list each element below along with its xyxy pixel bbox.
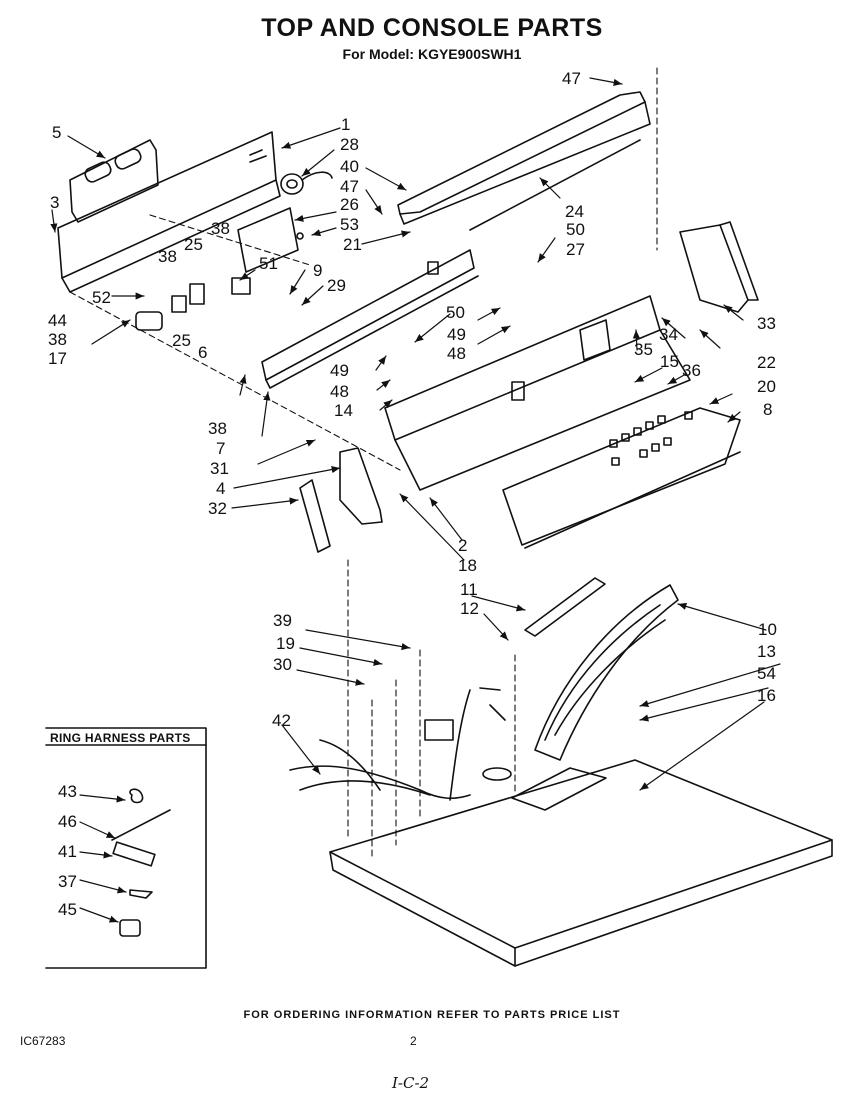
callout-27: 27 (566, 240, 585, 259)
callout-3: 3 (50, 193, 60, 212)
callout-40: 40 (340, 157, 359, 176)
callout-12: 12 (460, 599, 479, 618)
callout-24: 24 (565, 202, 584, 221)
callout-20: 20 (757, 377, 776, 396)
control-bracket-part-7 (261, 249, 479, 389)
callout-21: 21 (343, 235, 362, 254)
callout-1: 1 (341, 115, 351, 134)
callout-25-b: 25 (172, 331, 191, 350)
callout-47-b: 47 (340, 177, 359, 196)
callout-42: 42 (272, 711, 291, 730)
callout-31: 31 (210, 459, 229, 478)
callout-53: 53 (340, 215, 359, 234)
callout-38-c: 38 (48, 330, 67, 349)
model-subtitle: For Model: KGYE900SWH1 (342, 46, 522, 62)
switch-part-25a (189, 283, 205, 305)
callout-32: 32 (208, 499, 227, 518)
panel-part-32 (299, 479, 331, 553)
end-cap-part-33 (679, 221, 759, 313)
callout-10: 10 (758, 620, 777, 639)
end-cap-part-5 (69, 139, 159, 223)
callout-11: 11 (460, 580, 478, 599)
relay-part-51 (231, 277, 251, 295)
console-top-lid-part-40 (397, 91, 651, 231)
legend-item-46: 46 (58, 812, 77, 831)
callout-51: 51 (259, 254, 278, 273)
callout-52: 52 (92, 288, 111, 307)
callout-6: 6 (198, 343, 208, 362)
callout-47: 47 (562, 69, 581, 88)
timer-motor-part-28 (280, 171, 333, 195)
callout-38-a: 38 (211, 219, 230, 238)
callout-7: 7 (216, 439, 226, 458)
callout-4: 4 (216, 479, 226, 498)
callout-14: 14 (334, 401, 353, 420)
callout-38-b: 38 (158, 247, 177, 266)
callout-26: 26 (340, 195, 359, 214)
callout-39: 39 (273, 611, 292, 630)
circuit-board-part-26 (237, 207, 304, 273)
callout-17: 17 (48, 349, 67, 368)
callout-15: 15 (660, 352, 679, 371)
callout-49-b: 49 (330, 361, 349, 380)
legend-item-43: 43 (58, 782, 77, 801)
legend-item-37: 37 (58, 872, 77, 891)
callout-49: 49 (447, 325, 466, 344)
callout-35: 35 (634, 340, 653, 359)
legend-item-41: 41 (58, 842, 77, 861)
wiring-harness-part-42 (289, 687, 506, 801)
callout-13: 13 (757, 642, 776, 661)
callout-25-a: 25 (184, 235, 203, 254)
callout-33: 33 (757, 314, 776, 333)
callout-30: 30 (273, 655, 292, 674)
callout-5: 5 (52, 123, 62, 142)
callout-38-d: 38 (208, 419, 227, 438)
handwritten-note: I-C-2 (392, 1074, 430, 1092)
console-back-panel-part-2 (384, 295, 691, 491)
page-title: TOP AND CONSOLE PARTS (261, 14, 603, 42)
callout-50-b: 50 (446, 303, 465, 322)
callout-48-b: 48 (330, 382, 349, 401)
callout-18: 18 (458, 556, 477, 575)
switch-part-25b (171, 295, 187, 313)
callout-leaders (50, 77, 781, 923)
callout-19: 19 (276, 634, 295, 653)
callout-29: 29 (327, 276, 346, 295)
side-bracket-part-4 (339, 447, 383, 525)
buzzer-part-17 (135, 311, 163, 331)
callout-9: 9 (313, 261, 323, 280)
lint-cover-part-11 (524, 577, 606, 637)
wiring-harness-legend-box (45, 727, 207, 969)
top-panel-part-16 (329, 759, 833, 967)
callout-36: 36 (682, 361, 701, 380)
callout-22: 22 (757, 353, 776, 372)
callout-54: 54 (757, 664, 776, 683)
page-number: 2 (410, 1034, 417, 1048)
ordering-info-footer: FOR ORDERING INFORMATION REFER TO PARTS … (243, 1009, 621, 1021)
rear-console-panel-part-1 (57, 131, 281, 293)
callout-44: 44 (48, 311, 67, 330)
control-panel-part-20 (502, 407, 741, 549)
callout-2: 2 (458, 536, 468, 555)
callout-16: 16 (757, 686, 776, 705)
legend-title: RING HARNESS PARTS (50, 731, 191, 745)
lint-screen-housing-part-10 (534, 584, 679, 761)
callout-28: 28 (340, 135, 359, 154)
callout-34: 34 (659, 325, 678, 344)
callout-50: 50 (566, 220, 585, 239)
callout-8: 8 (763, 400, 773, 419)
legend-item-45: 45 (58, 900, 77, 919)
callout-48: 48 (447, 344, 466, 363)
document-number: IC67283 (20, 1034, 66, 1048)
